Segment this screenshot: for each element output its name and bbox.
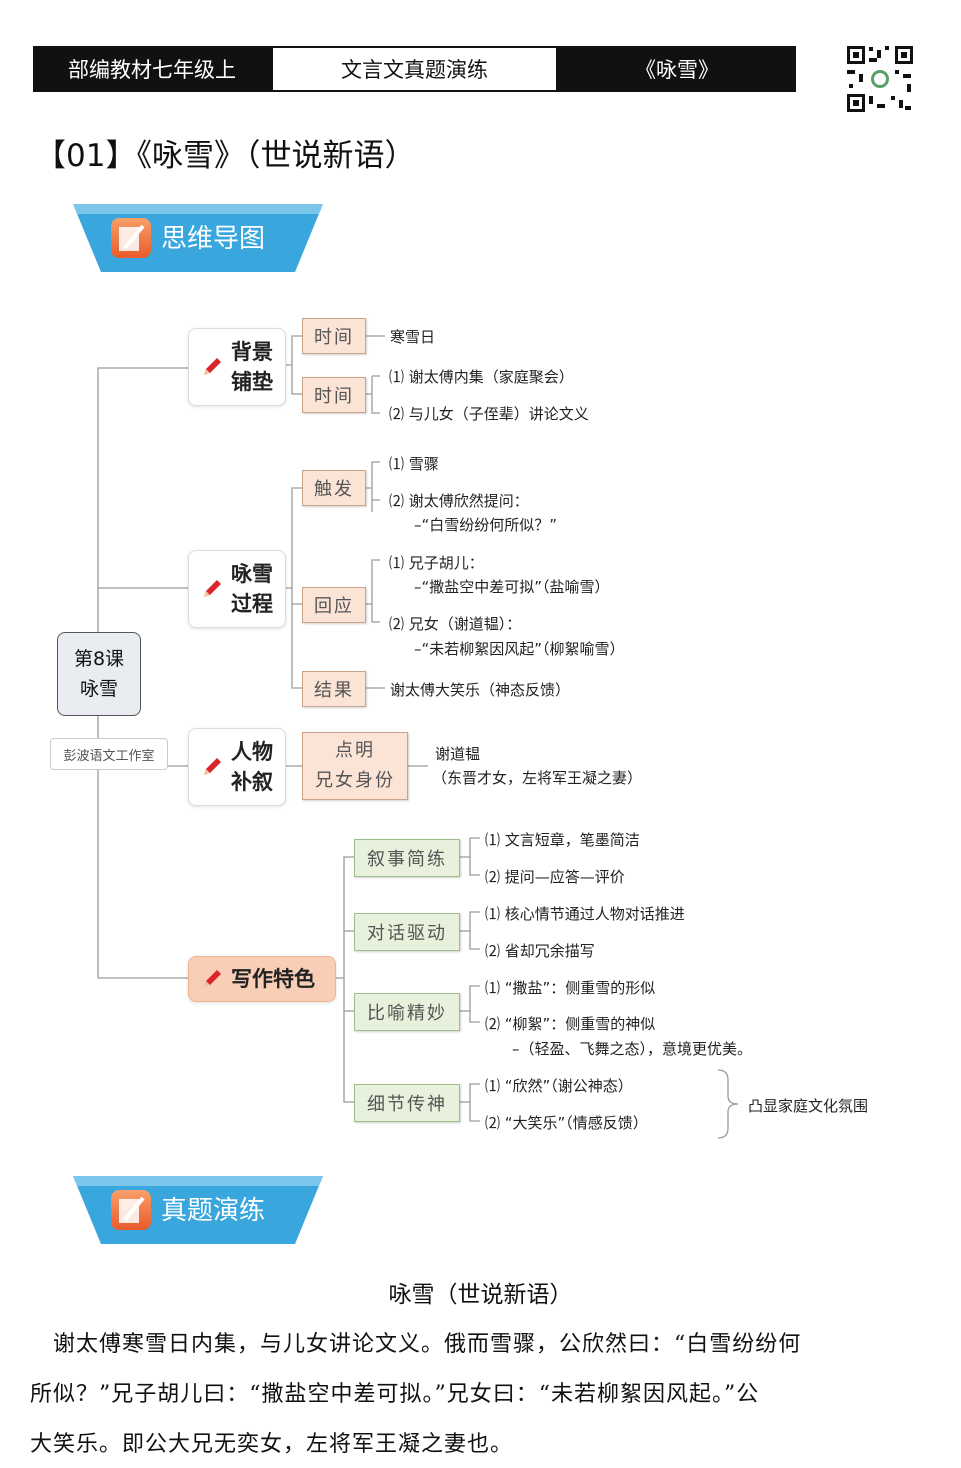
leaf-writing-3b: ⑵ “柳絮”：侧重雪的神似 [485,1015,656,1033]
poem-line-1: 谢太傅寒雪日内集，与儿女讲论文义。俄而雪骤，公欣然曰：“白雪纷纷何 [30,1332,802,1357]
leaf-result: 谢太傅大笑乐（神态反馈） [390,681,571,699]
leaf-time-2b: ⑵ 与儿女（子侄辈）讲论文义 [389,405,589,423]
node-trigger: 触发 [302,470,366,506]
branch-process-label-1: 咏雪 [231,562,273,586]
header-lesson: 《咏雪》 [558,46,796,92]
node-response: 回应 [302,587,366,623]
branch-background-label-1: 背景 [231,340,273,364]
leaf-response-d: –“未若柳絮因风起”（柳絮喻雪） [414,640,625,658]
pencil-icon [204,358,221,375]
header-subject: 文言文真题演练 [271,46,558,92]
leaf-writing-4-summary: 凸显家庭文化氛围 [748,1097,869,1115]
branch-people-label-1: 人物 [231,740,273,764]
leaf-writing-2b: ⑵ 省却冗余描写 [485,942,595,960]
pencil-icon [204,970,221,987]
studio-tag: 彭波语文工作室 [50,738,168,770]
leaf-time-1: 寒雪日 [390,328,436,346]
node-time-2: 时间 [302,377,366,413]
qr-code-icon[interactable] [845,44,915,114]
node-writing-2: 对话驱动 [354,913,460,951]
branch-background-label-2: 铺垫 [231,370,273,394]
practice-banner-text: 真题演练 [161,1196,266,1226]
lesson-title: 【01】《咏雪》（世说新语） [35,138,416,174]
center-lesson-number: 第8课 [73,648,125,670]
header-grade: 部编教材七年级上 [33,46,271,92]
node-identity: 点明 兄女身份 [302,732,408,800]
leaf-writing-4b: ⑵ “大笑乐”（情感反馈） [485,1114,648,1132]
notepad-icon [111,218,151,258]
leaf-writing-1a: ⑴ 文言短章，笔墨简洁 [485,831,640,849]
poem-line-2: 所似？”兄子胡儿曰：“撒盐空中差可拟。”兄女曰：“未若柳絮因风起。”公 [30,1382,760,1407]
branch-people-label-2: 补叙 [231,770,273,794]
practice-banner: 真题演练 [73,1176,323,1244]
poem-title: 咏雪（世说新语） [388,1282,573,1308]
branch-background: 背景铺垫 [188,328,286,406]
branch-writing-label: 写作特色 [231,967,315,991]
node-writing-3: 比喻精妙 [354,993,460,1031]
poem-line-3: 大笑乐。即公大兄无奕女，左将军王凝之妻也。 [30,1432,514,1457]
leaf-people-b: （东晋才女，左将军王凝之妻） [432,769,643,787]
node-time-1: 时间 [302,318,366,354]
leaf-writing-2a: ⑴ 核心情节通过人物对话推进 [485,905,685,923]
node-writing-1: 叙事简练 [354,839,460,877]
branch-process-label-2: 过程 [231,592,273,616]
header-grade-text: 部编教材七年级上 [68,58,236,82]
leaf-trigger-a: ⑴ 雪骤 [389,455,439,473]
node-writing-4: 细节传神 [354,1084,460,1122]
pencil-icon [204,580,221,597]
leaf-response-a: ⑴ 兄子胡儿： [389,554,484,572]
branch-people: 人物补叙 [188,728,286,806]
leaf-writing-3a: ⑴ “撒盐”：侧重雪的形似 [485,979,656,997]
leaf-people-a: 谢道韫 [435,745,481,763]
node-identity-line-2: 兄女身份 [315,770,395,791]
mindmap-banner: 思维导图 [73,204,323,272]
header-lesson-text: 《咏雪》 [635,58,719,82]
leaf-trigger-c: –“白雪纷纷何所似？” [414,516,558,534]
pencil-icon [204,758,221,775]
leaf-writing-3c: –（轻盈、飞舞之态），意境更优美。 [512,1040,753,1058]
notepad-icon [111,1190,151,1230]
center-lesson-title: 咏雪 [79,678,118,700]
leaf-trigger-b: ⑵ 谢太傅欣然提问： [389,492,529,510]
branch-process: 咏雪过程 [188,550,286,628]
leaf-time-2a: ⑴ 谢太傅内集（家庭聚会） [389,368,574,386]
header-subject-text: 文言文真题演练 [341,58,488,82]
node-identity-line-1: 点明 [335,740,375,761]
leaf-response-b: –“撒盐空中差可拟”（盐喻雪） [414,578,610,596]
mindmap-center-node: 第8课 咏雪 [57,632,141,716]
leaf-writing-4a: ⑴ “欣然”（谢公神态） [485,1077,633,1095]
node-result: 结果 [302,671,366,707]
leaf-writing-1b: ⑵ 提问—应答—评价 [485,868,625,886]
leaf-response-c: ⑵ 兄女（谢道韫）： [389,615,522,633]
branch-writing: 写作特色 [188,956,336,1002]
mindmap-banner-text: 思维导图 [161,224,266,254]
